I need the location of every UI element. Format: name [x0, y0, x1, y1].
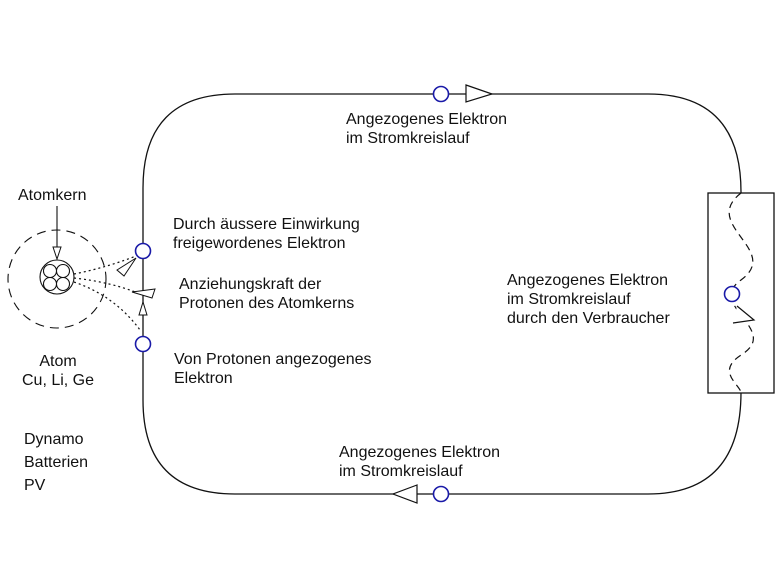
consumer-box: [707, 192, 775, 394]
force-label-line2: Protonen des Atomkerns: [179, 295, 355, 312]
proton: [55, 276, 71, 292]
sources-line2: Batterien: [24, 454, 89, 471]
sources-line3: PV: [24, 477, 46, 494]
top-electron-label: Angezogenes Elektron im Stromkreislauf: [346, 110, 507, 148]
top-label-line1: Angezogenes Elektron: [346, 111, 507, 128]
bottom-label-line1: Angezogenes Elektron: [339, 444, 500, 461]
proton: [42, 276, 58, 292]
atom-label-line1: Atom: [39, 353, 77, 370]
proton: [55, 263, 71, 279]
consumer-label-line2: im Stromkreislauf: [507, 291, 631, 308]
circuit-loop: [142, 93, 742, 495]
top-arrow: [465, 84, 494, 103]
atom-label: Atom Cu, Li, Ge: [8, 352, 108, 390]
proton-label-line2: Elektron: [174, 370, 233, 387]
bottom-electron-label: Angezogenes Elektron im Stromkreislauf: [339, 443, 500, 481]
consumer-arrow: [732, 305, 756, 324]
attraction-arrow: [131, 288, 156, 299]
atomkern-pointer-head: [52, 246, 62, 261]
freed-electron-label: Durch äussere Einwirkung freigewordenes …: [173, 215, 360, 253]
consumer-wave: [728, 192, 754, 394]
proton-electron-arrow: [138, 300, 148, 316]
force-label-line1: Anziehungskraft der: [179, 276, 322, 293]
electron-bottom: [432, 485, 450, 503]
consumer-label-line3: durch den Verbraucher: [507, 310, 670, 327]
proton-label-line1: Von Protonen angezogenes: [174, 351, 372, 368]
top-label-line2: im Stromkreislauf: [346, 130, 470, 147]
proton: [42, 263, 58, 279]
force-line-proton: [73, 281, 141, 331]
consumer-label-line1: Angezogenes Elektron: [507, 272, 668, 289]
force-line-freed: [73, 255, 137, 275]
sources-label: Dynamo Batterien PV: [24, 428, 88, 497]
bottom-arrow: [391, 484, 418, 504]
atom-label-line2: Cu, Li, Ge: [21, 372, 95, 389]
atomkern-label: Atomkern: [18, 187, 87, 204]
attraction-force-label: Anziehungskraft der Protonen des Atomker…: [179, 275, 354, 313]
electron-consumer: [723, 285, 741, 303]
freed-label-line2: freigewordenes Elektron: [173, 235, 346, 252]
electron-freed: [134, 242, 152, 260]
bottom-label-line2: im Stromkreislauf: [339, 463, 463, 480]
electron-attracted: [134, 335, 152, 353]
electron-top: [432, 85, 450, 103]
force-line-attraction: [73, 277, 139, 294]
consumer-electron-label: Angezogenes Elektron im Stromkreislauf d…: [507, 271, 670, 328]
proton-electron-label: Von Protonen angezogenes Elektron: [174, 350, 372, 388]
freed-arrow: [116, 257, 137, 277]
sources-line1: Dynamo: [24, 431, 84, 448]
freed-label-line1: Durch äussere Einwirkung: [173, 216, 360, 233]
